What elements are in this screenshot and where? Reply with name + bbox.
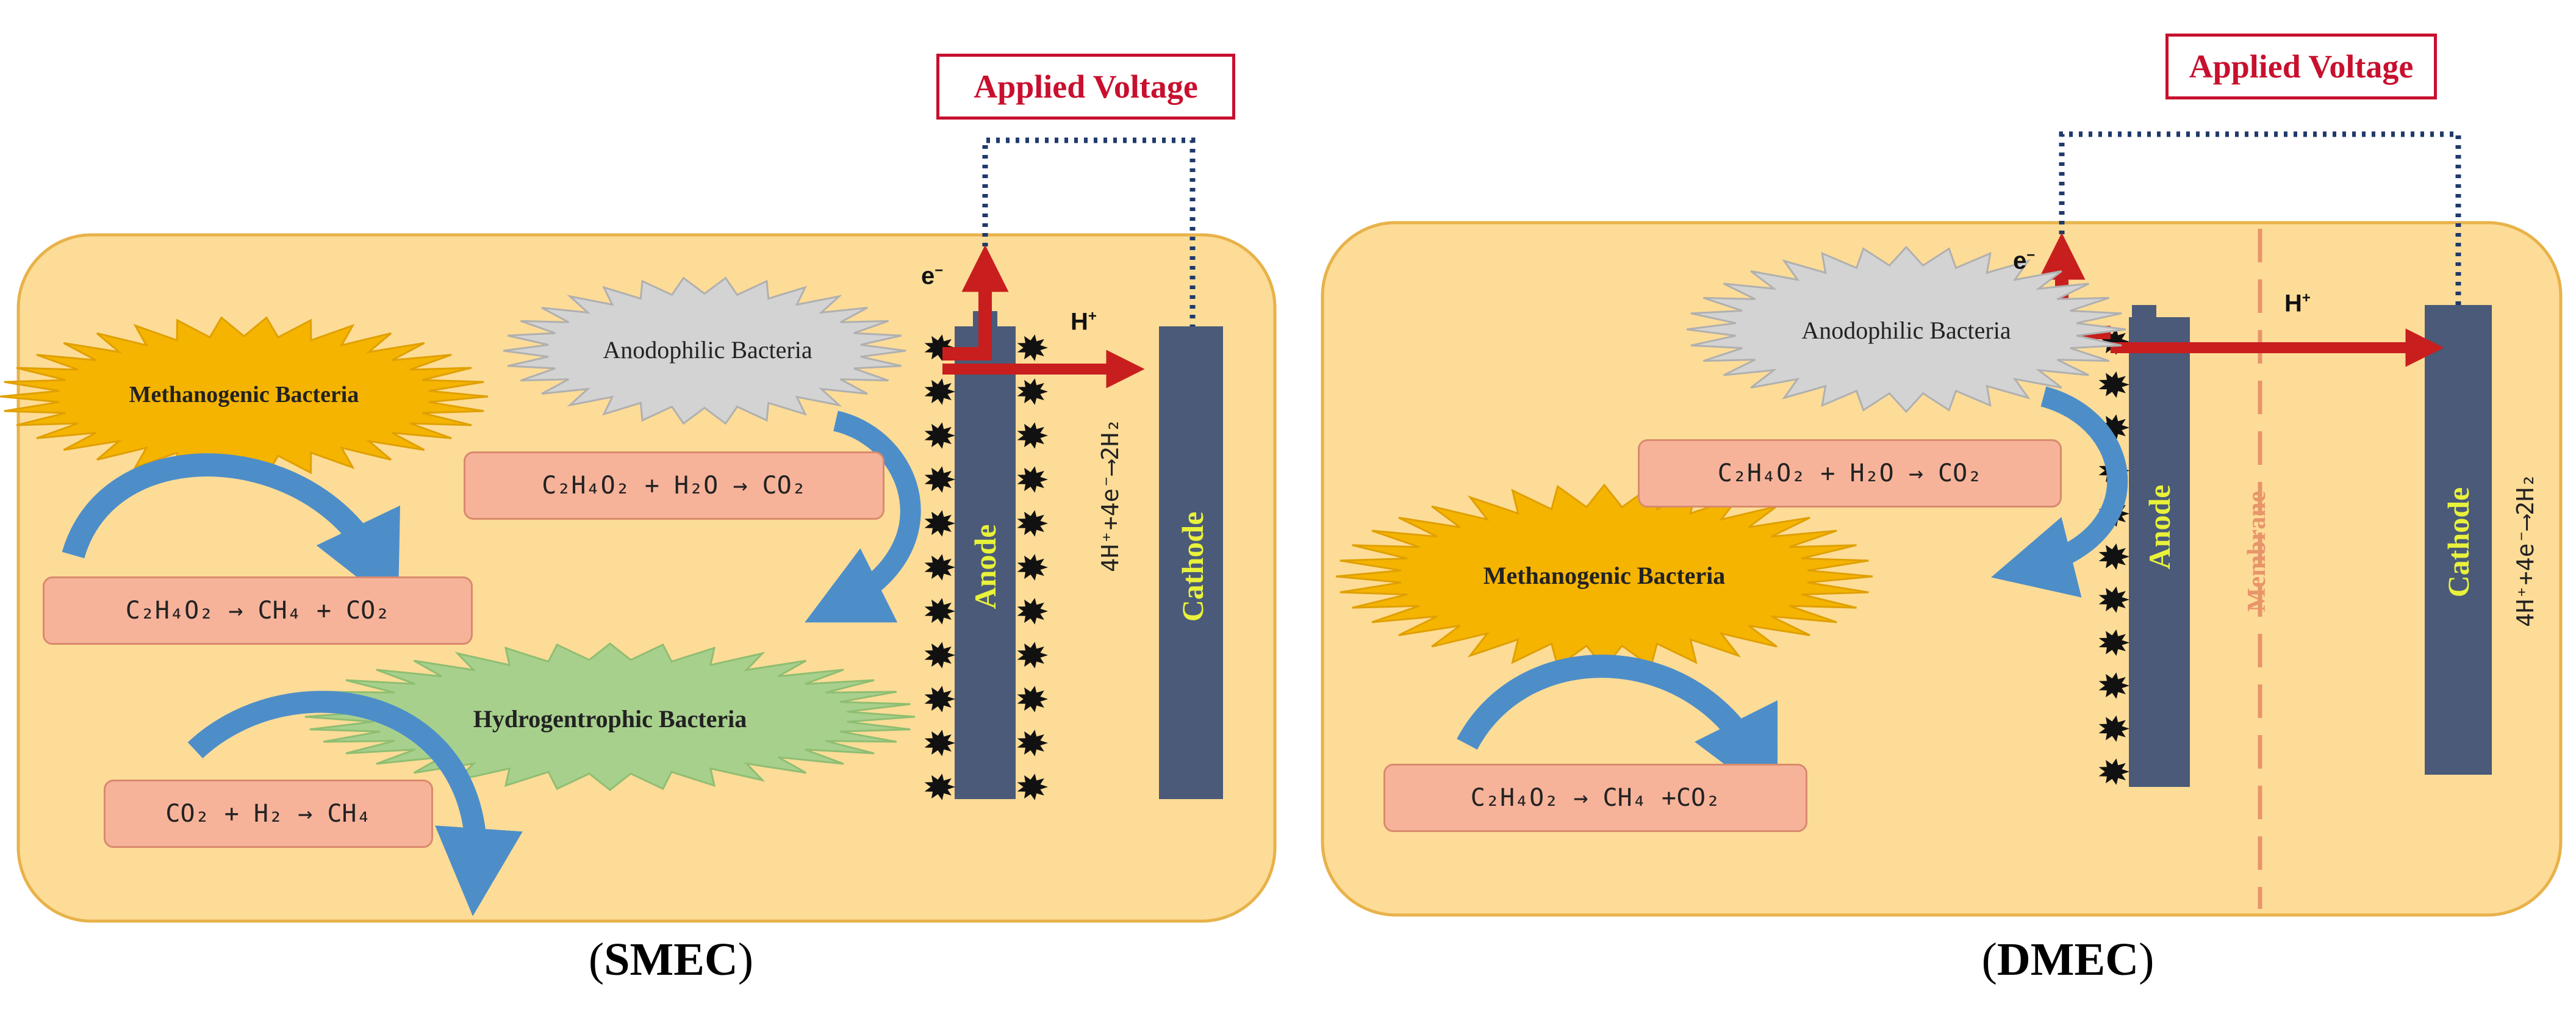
smec-proton-label: H+ [1071, 308, 1097, 336]
smec-panel [0, 137, 1277, 923]
dmec-membrane-label: Membrane [2243, 490, 2271, 612]
smec-biofilm-cell [1017, 686, 1048, 712]
smec-biofilm-cell [1017, 773, 1048, 800]
smec-biofilm-cell [924, 686, 955, 712]
smec-biofilm-cell [924, 466, 955, 493]
smec-hydrogenotrophic-bacteria-label: Hydrogentrophic Bacteria [473, 705, 747, 733]
dmec-electron-label: e− [2013, 247, 2036, 275]
smec-biofilm-cell [1017, 466, 1048, 493]
dmec-anodophilic-bacteria-label: Anodophilic Bacteria [1801, 317, 2011, 344]
dmec-biofilm-cell [2098, 586, 2129, 613]
smec-curve-arrow-anodophilic [805, 411, 921, 623]
smec-biofilm-cell [924, 598, 955, 625]
smec-anodophilic-bacteria-shape [503, 276, 906, 425]
smec-biofilm-cell [924, 730, 955, 756]
smec-curve-arrow-hydrogenotrophic [187, 691, 523, 916]
smec-applied-voltage-label: Applied Voltage [936, 54, 1235, 120]
dmec-biofilm-cell [2098, 715, 2129, 742]
smec-methanogenic-bacteria-label: Methanogenic Bacteria [129, 382, 359, 407]
smec-cathode-reaction: 4H⁺+4e⁻⟶2H₂ [1097, 418, 1124, 572]
smec-biofilm-cell [924, 642, 955, 669]
dmec-anode [2129, 317, 2190, 787]
dmec-anodophilic-bacteria-shape [1686, 245, 2126, 414]
dmec-methanogenic-bacteria-label: Methanogenic Bacteria [1483, 562, 1726, 589]
dmec-biofilm-cell [2098, 629, 2129, 656]
dmec-cathode-reaction: 4H⁺+4e⁻⟶2H₂ [2512, 473, 2539, 627]
smec-biofilm-cell [924, 378, 955, 405]
smec-biofilm-cell [1017, 378, 1048, 405]
smec-curve-arrow-methanogenic [62, 453, 400, 609]
smec-anode [955, 326, 1016, 799]
dmec-biofilm-cell [2098, 414, 2129, 441]
smec-electron-arrow [942, 245, 1009, 361]
smec-biofilm-cell [1017, 642, 1048, 669]
smec-biofilm-cell [1017, 598, 1048, 625]
smec-caption: (SMEC) [588, 934, 754, 985]
smec-biofilm-cell [1017, 510, 1048, 537]
smec-methanogenic-bacteria-shape [0, 316, 489, 477]
smec-equation-acetoclastic: C₂H₄O₂ → CH₄ + CO₂ [43, 576, 473, 645]
smec-biofilm-cell [1017, 730, 1048, 756]
dmec-proton-label: H+ [2284, 290, 2311, 317]
smec-hydrogenotrophic-bacteria-shape [304, 642, 916, 791]
smec-equation-acetate-oxidation: C₂H₄O₂ + H₂O → CO₂ [464, 451, 884, 520]
dmec-biofilm-cell [2098, 371, 2129, 398]
dmec-anode-cap [2132, 305, 2156, 323]
dmec-curve-arrow-methanogenic [1457, 655, 1778, 804]
dmec-cathode-label: Cathode [2441, 487, 2475, 598]
dmec-cathode [2425, 305, 2492, 775]
smec-biofilm-cell [924, 510, 955, 537]
smec-equation-hydrogenotrophic: CO₂ + H₂ → CH₄ [104, 780, 433, 848]
smec-anode-label: Anode [968, 524, 1002, 609]
dmec-curve-arrow-anodophilic [1991, 386, 2128, 598]
dmec-applied-voltage-label: Applied Voltage [2165, 34, 2437, 99]
smec-anodophilic-bacteria-label: Anodophilic Bacteria [603, 336, 813, 364]
dmec-equation-acetate-oxidation: C₂H₄O₂ + H₂O → CO₂ [1638, 439, 2062, 508]
smec-electron-label: e− [921, 262, 944, 290]
smec-biofilm [924, 334, 1048, 800]
dmec-panel [1321, 131, 2563, 917]
dmec-equation-acetoclastic: C₂H₄O₂ → CH₄ +CO₂ [1383, 764, 1807, 832]
dmec-caption: (DMEC) [1981, 934, 2154, 985]
smec-biofilm-cell [924, 422, 955, 449]
smec-biofilm-cell [924, 773, 955, 800]
smec-cathode-label: Cathode [1175, 511, 1210, 622]
smec-cathode [1159, 326, 1223, 799]
dmec-anode-label: Anode [2142, 484, 2176, 570]
smec-biofilm-cell [1017, 334, 1048, 361]
dmec-biofilm-cell [2098, 758, 2129, 785]
dmec-biofilm-cell [2098, 672, 2129, 699]
dmec-biofilm-cell [2098, 543, 2129, 570]
smec-biofilm-cell [1017, 422, 1048, 449]
smec-biofilm-cell [924, 554, 955, 581]
smec-biofilm-cell [1017, 554, 1048, 581]
dmec-chamber [1321, 221, 2563, 917]
